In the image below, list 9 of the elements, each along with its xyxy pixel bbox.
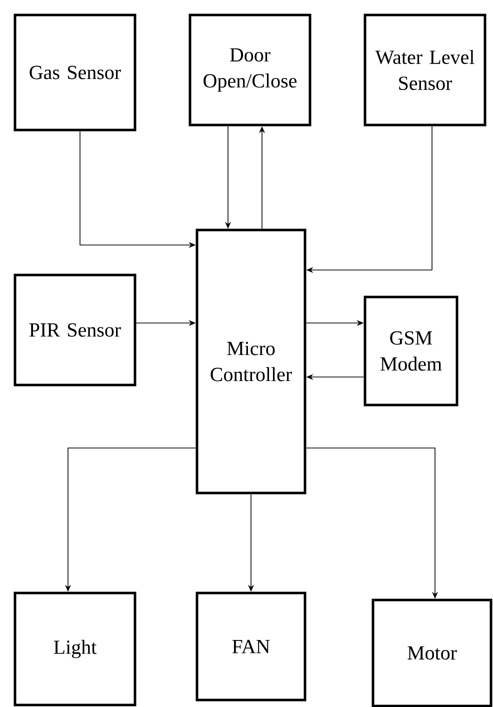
block-box: GSM Modem: [364, 296, 458, 406]
block-box: Gas Sensor: [14, 14, 136, 132]
block-box: Door Open/Close: [188, 14, 312, 126]
block-box: Micro Controller: [196, 228, 306, 494]
block-box: Light: [14, 592, 136, 706]
block-box: Water Level Sensor: [364, 14, 486, 126]
block-box: PIR Sensor: [14, 274, 136, 386]
block-box: Motor: [372, 598, 492, 707]
block-box: FAN: [196, 592, 306, 702]
